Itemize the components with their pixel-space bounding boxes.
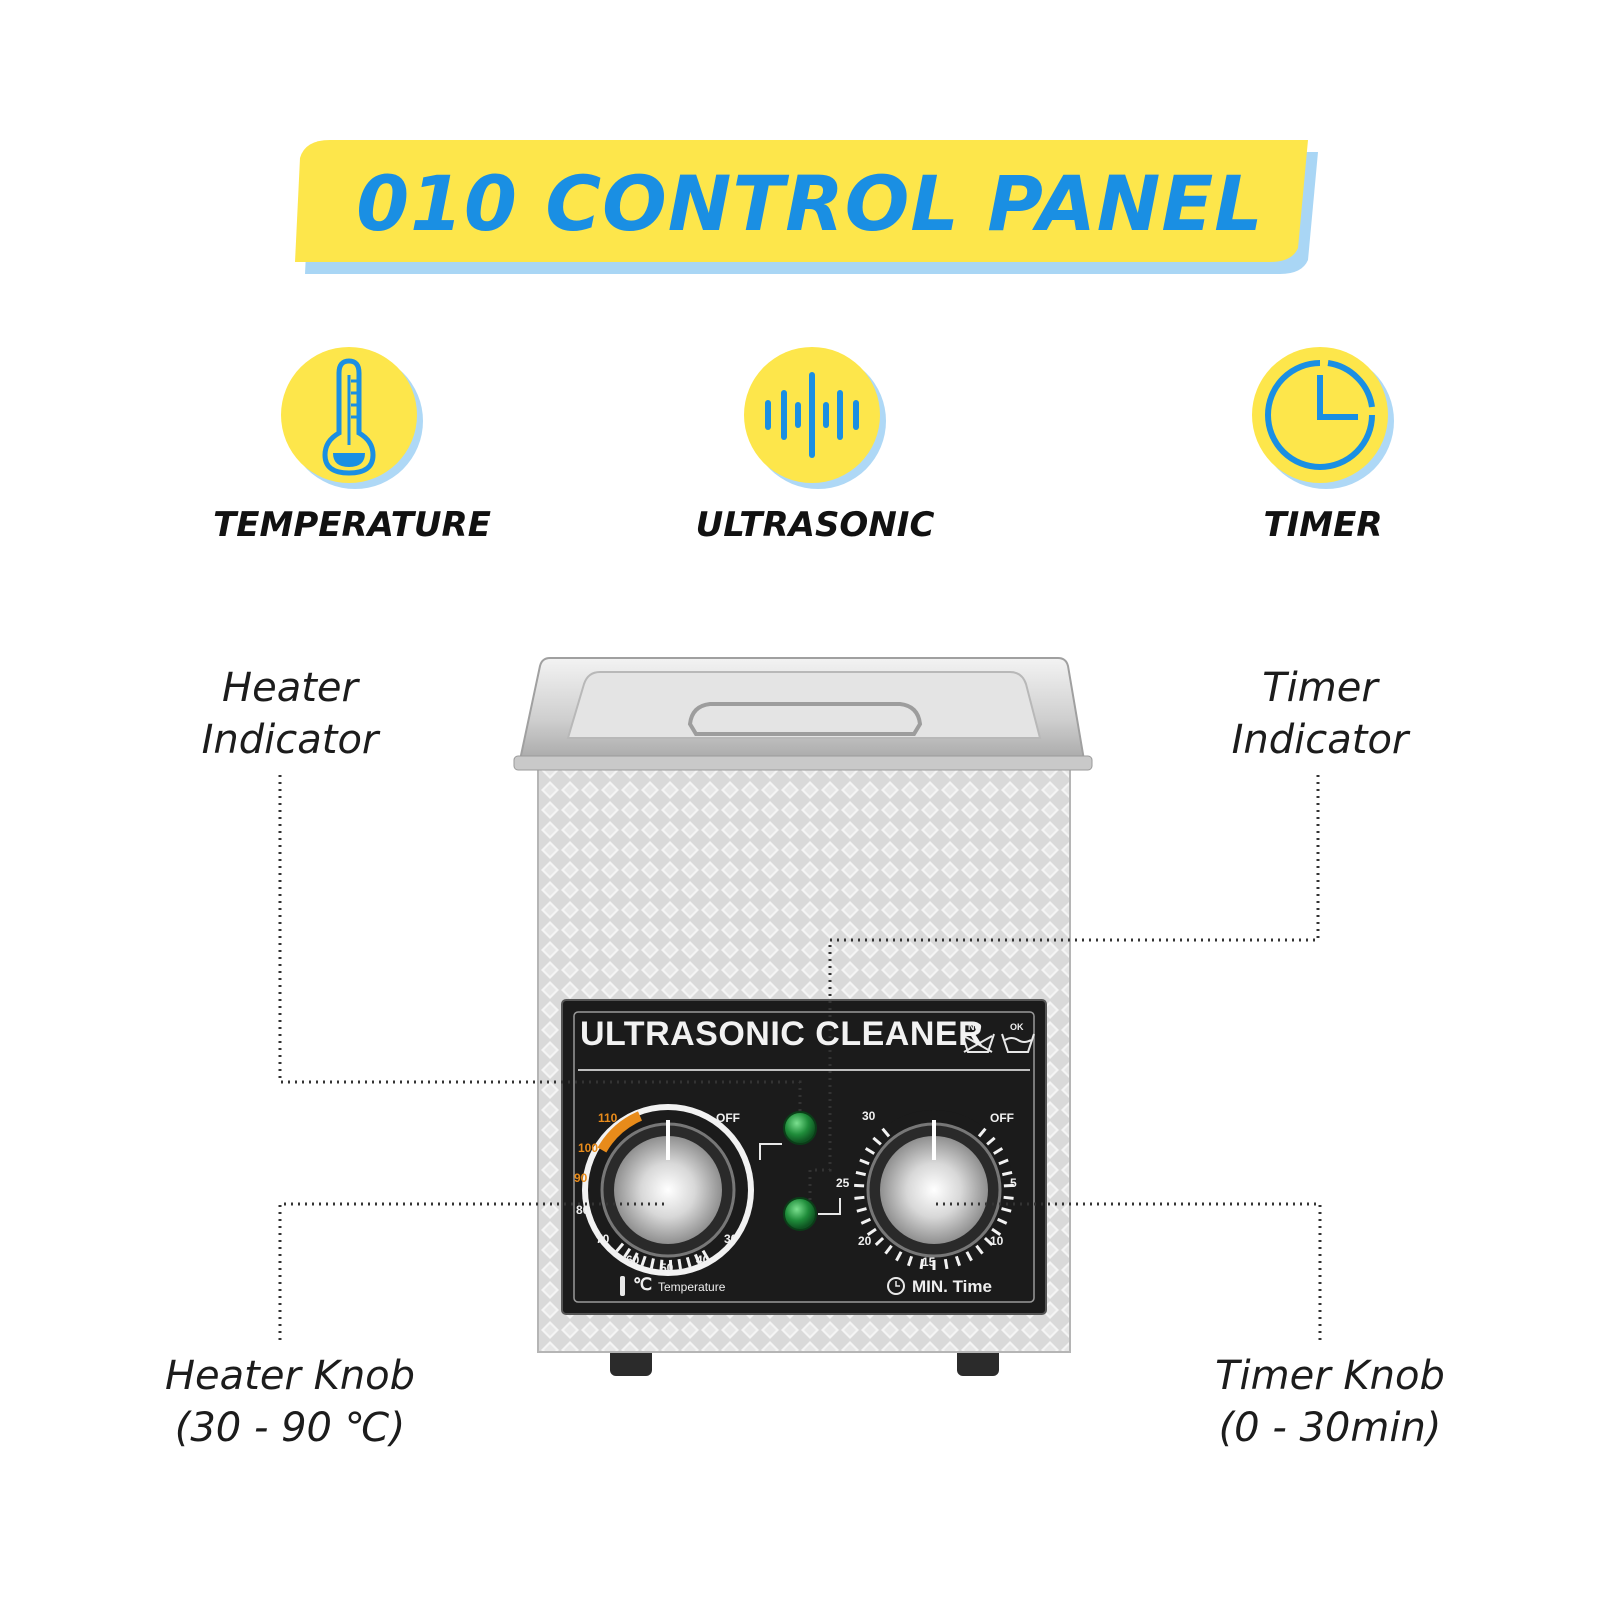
temperature-icon-circle bbox=[202, 345, 502, 495]
thermometer-icon bbox=[281, 347, 423, 489]
wash-symbols-icon bbox=[961, 1033, 1035, 1053]
callout-timer-indicator-line1: Timer bbox=[1262, 665, 1378, 711]
device-foot-left bbox=[610, 1346, 652, 1376]
sound-wave-icon bbox=[744, 347, 886, 489]
feature-label-timer: TIMER bbox=[1263, 505, 1383, 545]
wash-symbol-label-no: NO bbox=[968, 1022, 982, 1032]
callout-heater-indicator-line1: Heater bbox=[222, 665, 358, 711]
timer-scale: 30 OFF 5 10 15 20 25 bbox=[836, 1109, 1017, 1269]
callout-heater-knob: Heater Knob (30 - 90 ℃) bbox=[120, 1350, 460, 1454]
temperature-scale-label: 100 bbox=[578, 1141, 598, 1155]
timer-scale-label: 30 bbox=[862, 1109, 876, 1123]
timer-indicator-light bbox=[783, 1197, 817, 1231]
wash-symbol-label-ok: OK bbox=[1010, 1022, 1024, 1032]
knob-tick-marks bbox=[615, 1242, 710, 1271]
feature-timer: TIMER bbox=[1173, 345, 1473, 555]
callout-timer-knob-line1: Timer Knob bbox=[1215, 1353, 1445, 1399]
panel-title: ULTRASONIC CLEANER bbox=[580, 1015, 984, 1053]
title-banner: 010 CONTROL PANEL bbox=[0, 0, 1600, 300]
temperature-knob[interactable] bbox=[582, 1104, 754, 1276]
timer-scale-label: OFF bbox=[990, 1111, 1014, 1125]
lid-handle bbox=[687, 702, 923, 736]
timer-scale-label: 15 bbox=[922, 1255, 936, 1269]
temperature-unit: ℃ bbox=[633, 1275, 653, 1294]
callout-timer-knob: Timer Knob (0 - 30min) bbox=[1160, 1350, 1500, 1454]
temperature-scale-label: 90 bbox=[574, 1171, 588, 1185]
feature-temperature: TEMPERATURE bbox=[202, 345, 502, 555]
ultrasonic-icon-circle bbox=[665, 345, 965, 495]
timer-icon-circle bbox=[1173, 345, 1473, 495]
callout-heater-indicator-line2: Indicator bbox=[201, 717, 379, 763]
knob-tick-marks bbox=[854, 1127, 1014, 1270]
panel-clock-icon bbox=[887, 1277, 905, 1295]
timer-scale-label: 10 bbox=[990, 1234, 1004, 1248]
temperature-scale-label: 70 bbox=[596, 1232, 610, 1246]
callout-heater-knob-line1: Heater Knob bbox=[164, 1353, 416, 1399]
heater-indicator-light bbox=[783, 1111, 817, 1145]
timer-scale-label: 5 bbox=[1010, 1176, 1017, 1190]
device-foot-right bbox=[957, 1346, 999, 1376]
temperature-scale-label: 110 bbox=[598, 1111, 618, 1125]
timer-scale-label: 20 bbox=[858, 1234, 872, 1248]
timer-clock-icon bbox=[1252, 347, 1394, 489]
temperature-scale-label: 80 bbox=[576, 1203, 590, 1217]
callout-heater-indicator: Heater Indicator bbox=[150, 662, 430, 766]
callout-timer-indicator-line2: Indicator bbox=[1231, 717, 1409, 763]
temperature-caption: Temperature bbox=[658, 1280, 726, 1294]
callout-timer-knob-line2: (0 - 30min) bbox=[1218, 1405, 1442, 1451]
temperature-scale-label: OFF bbox=[716, 1111, 740, 1125]
callout-timer-indicator: Timer Indicator bbox=[1170, 662, 1470, 766]
banner-shape bbox=[295, 140, 1318, 274]
timer-caption: MIN. Time bbox=[912, 1277, 992, 1296]
temperature-scale-label: 30 bbox=[724, 1232, 738, 1246]
feature-label-temperature: TEMPERATURE bbox=[213, 505, 491, 545]
panel-thermometer-icon bbox=[620, 1276, 625, 1296]
timer-knob[interactable] bbox=[854, 1110, 1014, 1270]
callout-leader-lines bbox=[278, 775, 1322, 1340]
feature-label-ultrasonic: ULTRASONIC bbox=[695, 505, 935, 545]
page-title: 010 CONTROL PANEL bbox=[356, 158, 1264, 248]
callout-heater-knob-line2: (30 - 90 ℃) bbox=[174, 1405, 406, 1451]
timer-scale-label: 25 bbox=[836, 1176, 850, 1190]
feature-ultrasonic: ULTRASONIC bbox=[665, 345, 965, 555]
